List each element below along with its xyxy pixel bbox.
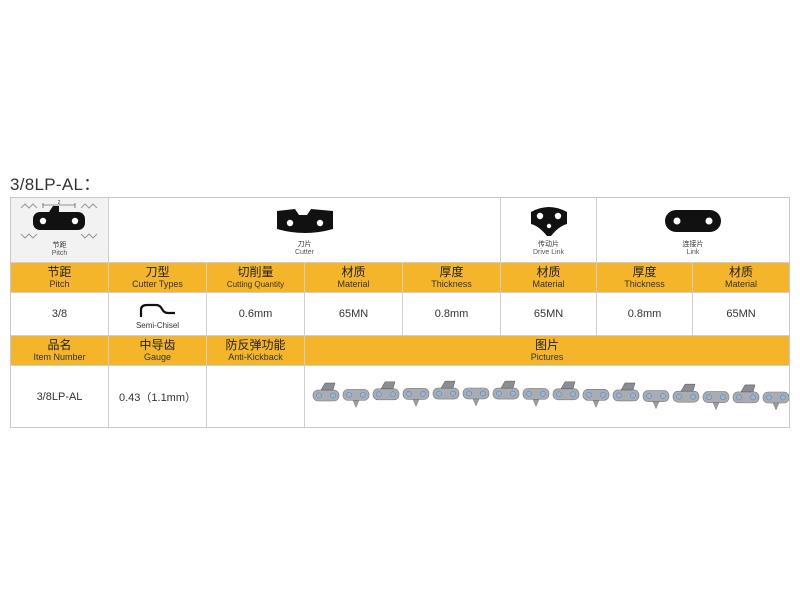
link-label-en: Link: [686, 249, 700, 256]
link-label-zh: 连接片: [682, 241, 704, 248]
pitch-chain-icon: 2: [20, 200, 98, 239]
drive-link-label-zh: 传动片: [538, 241, 559, 248]
value-cutter-thickness: 0.8mm: [403, 293, 501, 336]
value-gauge: 0.43（1.1mm）: [109, 366, 207, 427]
spec-table: 2 节距 Pitch 刀片 Cutter 传动片 Drive Link: [10, 197, 790, 428]
drive-link-diagram-cell: 传动片 Drive Link: [501, 198, 597, 263]
saw-chain-image: [312, 380, 789, 411]
value-anti-kickback: [207, 366, 305, 427]
cutter-link-icon: [277, 209, 333, 233]
chain-picture-cell: [305, 366, 789, 427]
value-cutter-type-cell: Semi-Chisel: [109, 293, 207, 336]
drive-link-label-en: Drive Link: [532, 249, 565, 256]
link-diagram-cell: 连接片 Link: [597, 198, 789, 263]
drive-link-icon: [531, 207, 567, 236]
value-link-thickness: 0.8mm: [597, 293, 693, 336]
cutter-label-zh: 刀片: [297, 241, 312, 248]
value-link-material: 65MN: [693, 293, 789, 336]
connecting-link-icon: [665, 210, 721, 232]
pitch-label-en: Pitch: [51, 250, 68, 257]
pitch-diagram-cell: 2 节距 Pitch: [11, 198, 109, 263]
semi-chisel-icon: [139, 303, 175, 317]
cutter-diagram-cell: 刀片 Cutter: [109, 198, 501, 263]
value-item-number: 3/8LP-AL: [11, 366, 109, 427]
pitch-label-zh: 节距: [52, 242, 67, 249]
value-cutter-material: 65MN: [305, 293, 403, 336]
value-cutter-type: Semi-Chisel: [135, 320, 180, 330]
section-title: 3/8LP-AL：: [10, 175, 101, 194]
pitch-dimension-label: 2: [58, 200, 61, 206]
cutter-label-en: Cutter: [294, 249, 315, 256]
value-drive-material: 65MN: [501, 293, 597, 336]
value-cutting-quantity: 0.6mm: [207, 293, 305, 336]
value-pitch: 3/8: [11, 293, 109, 336]
